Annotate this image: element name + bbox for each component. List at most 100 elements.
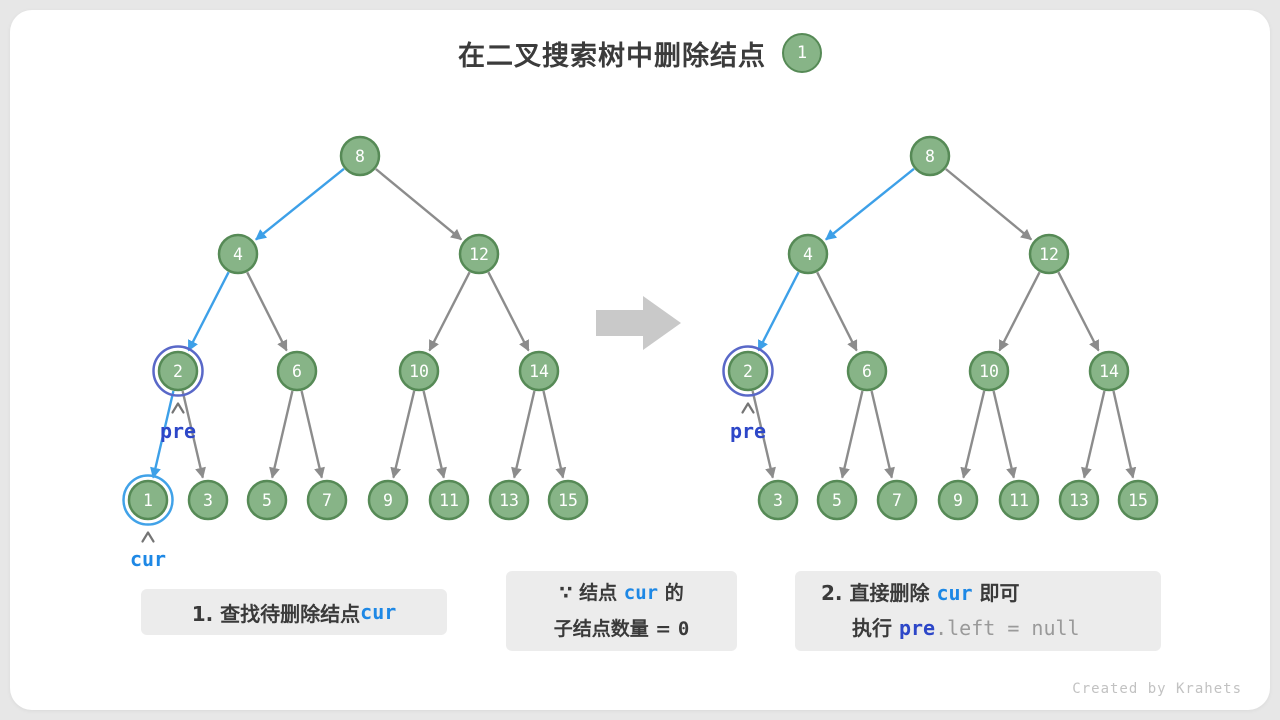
- node-value: 11: [1009, 491, 1029, 510]
- caption-reason-line1: ∵ 结点 cur 的: [559, 575, 683, 611]
- caption-step2: 2. 直接删除 cur 即可 执行 pre.left = null: [795, 571, 1161, 651]
- node-circle: [757, 479, 799, 521]
- edge-4-2: [757, 271, 800, 352]
- tree-node-after-8: 8: [909, 135, 951, 177]
- edge-4-2: [187, 271, 230, 352]
- tree-node-after-14: 14: [1088, 350, 1130, 392]
- node-value: 9: [383, 491, 393, 510]
- highlight-ring-indigo: [722, 345, 774, 397]
- pointer-label-pre: pre: [730, 419, 766, 443]
- watermark: Created by Krahets: [1072, 681, 1242, 697]
- page-title: 在二叉搜索树中删除结点: [458, 40, 766, 72]
- node-value: 2: [743, 362, 753, 381]
- edge-12-10: [428, 271, 471, 352]
- edge-14-15: [1112, 390, 1137, 479]
- node-circle: [727, 350, 769, 392]
- caret-up-icon: [171, 402, 185, 414]
- caption-step2-text: 执行: [852, 616, 899, 640]
- node-circle: [428, 479, 470, 521]
- tree-node-before-3: 3: [187, 479, 229, 521]
- caption-step2-line2: 执行 pre.left = null: [821, 611, 1161, 646]
- node-circle: [876, 479, 918, 521]
- caption-step1-text: 1. 查找待删除结点: [191, 601, 361, 626]
- edge-8-4: [255, 167, 345, 241]
- caption-reason-text: ∵ 结点: [559, 582, 624, 604]
- node-circle: [398, 350, 440, 392]
- node-value: 7: [892, 491, 902, 510]
- node-circle: [217, 233, 259, 275]
- tree-node-before-8: 8: [339, 135, 381, 177]
- node-circle: [846, 350, 888, 392]
- edge-6-5: [269, 390, 294, 479]
- tree-node-before-5: 5: [246, 479, 288, 521]
- pointer-label-pre: pre: [160, 419, 196, 443]
- tree-node-before-6: 6: [276, 350, 318, 392]
- tree-node-before-1: 1: [122, 474, 174, 526]
- edge-10-9: [390, 390, 416, 479]
- edge-4-6: [816, 271, 858, 352]
- caret-up-icon: [141, 531, 155, 543]
- edge-8-12: [375, 168, 463, 241]
- caret-up-icon: [741, 402, 755, 414]
- node-circle: [1117, 479, 1159, 521]
- caption-step2-text: 即可: [972, 581, 1020, 605]
- edge-4-6: [246, 271, 288, 352]
- caption-reason: ∵ 结点 cur 的 子结点数量 = 0: [506, 571, 737, 651]
- node-circle: [187, 479, 229, 521]
- node-value: 13: [499, 491, 519, 510]
- node-value: 5: [262, 491, 272, 510]
- highlight-ring-indigo: [152, 345, 204, 397]
- edge-12-14: [487, 271, 530, 352]
- tree-node-after-11: 11: [998, 479, 1040, 521]
- tree-node-after-13: 13: [1058, 479, 1100, 521]
- node-value: 8: [355, 147, 365, 166]
- cur-token: cur: [936, 581, 973, 605]
- node-circle: [276, 350, 318, 392]
- edge-12-14: [1057, 271, 1100, 352]
- node-value: 11: [439, 491, 459, 510]
- step-badge: 1: [782, 33, 822, 73]
- node-circle: [547, 479, 589, 521]
- node-circle: [458, 233, 500, 275]
- node-value: 6: [862, 362, 872, 381]
- tree-node-after-6: 6: [846, 350, 888, 392]
- tree-node-before-12: 12: [458, 233, 500, 275]
- tree-node-after-15: 15: [1117, 479, 1159, 521]
- node-circle: [998, 479, 1040, 521]
- edge-2-1: [150, 390, 175, 479]
- edge-6-5: [839, 390, 864, 479]
- node-value: 10: [979, 362, 999, 381]
- edge-10-11: [992, 390, 1017, 479]
- code-token: .left = null: [935, 616, 1080, 640]
- node-value: 6: [292, 362, 302, 381]
- node-value: 1: [143, 491, 153, 510]
- pre-token: pre: [898, 616, 936, 640]
- node-value: 7: [322, 491, 332, 510]
- tree-node-before-10: 10: [398, 350, 440, 392]
- node-value: 14: [1099, 362, 1119, 381]
- node-circle: [937, 479, 979, 521]
- node-circle: [1088, 350, 1130, 392]
- node-circle: [1058, 479, 1100, 521]
- transition-arrow-icon: [596, 296, 681, 350]
- node-value: 15: [1128, 491, 1148, 510]
- tree-node-before-14: 14: [518, 350, 560, 392]
- highlight-ring-blue: [122, 474, 174, 526]
- node-circle: [488, 479, 530, 521]
- node-value: 4: [803, 245, 813, 264]
- node-value: 3: [203, 491, 213, 510]
- node-value: 3: [773, 491, 783, 510]
- tree-node-before-4: 4: [217, 233, 259, 275]
- caption-reason-text: 的: [658, 582, 684, 604]
- node-circle: [1028, 233, 1070, 275]
- edge-8-12: [945, 168, 1033, 241]
- node-value: 8: [925, 147, 935, 166]
- node-value: 12: [469, 245, 489, 264]
- edge-8-4: [825, 167, 915, 241]
- node-circle: [909, 135, 951, 177]
- tree-node-after-3: 3: [757, 479, 799, 521]
- node-circle: [367, 479, 409, 521]
- cur-token: cur: [623, 582, 659, 604]
